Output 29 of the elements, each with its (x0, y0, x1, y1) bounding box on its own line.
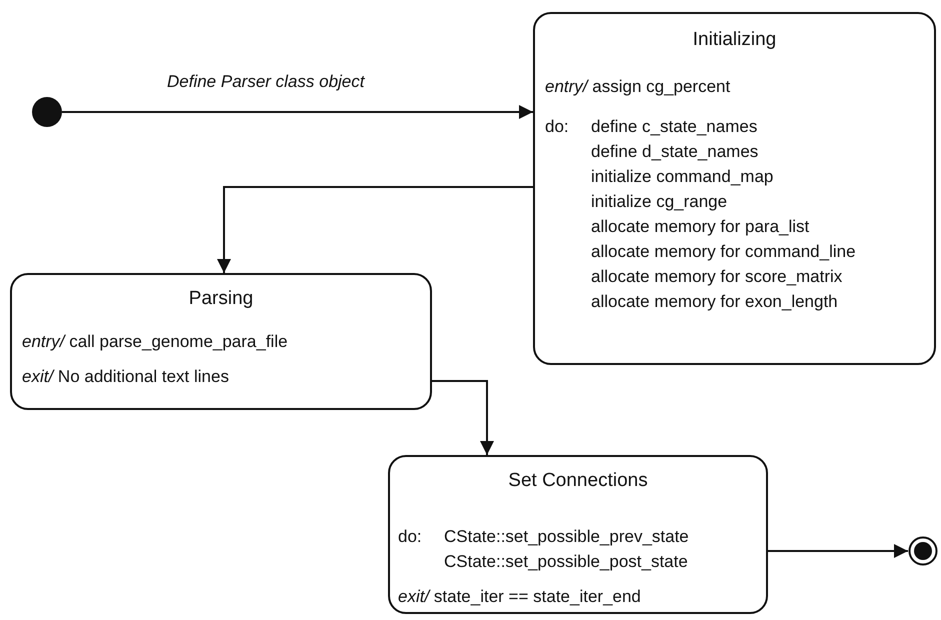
state-name: Initializing (692, 30, 778, 50)
state-box (388, 455, 768, 614)
state-action: allocate memory for para_list (591, 217, 810, 237)
initial-state (32, 97, 62, 127)
state-action: entry/ assign cg_percent (545, 77, 730, 97)
state-box (533, 12, 936, 365)
transition-arrow (62, 105, 533, 119)
state-action: CState::set_possible_post_state (444, 552, 688, 572)
state-action: allocate memory for command_line (591, 242, 856, 262)
state-action: exit/ No additional text lines (22, 367, 229, 387)
state-action: do: (545, 117, 569, 137)
transition-arrow (217, 186, 533, 273)
state-action: allocate memory for score_matrix (591, 267, 842, 287)
state-name: Parsing (188, 289, 254, 309)
state-box (10, 273, 432, 410)
state-action: initialize cg_range (591, 192, 728, 212)
edge-label: Define Parser class object (165, 72, 366, 92)
state-action: exit/ state_iter == state_iter_end (398, 587, 641, 607)
state-action: do: (398, 527, 422, 547)
state-action: CState::set_possible_prev_state (444, 527, 689, 547)
final-state (908, 536, 938, 566)
state-action: entry/ call parse_genome_para_file (22, 332, 288, 352)
transition-arrow (768, 544, 908, 558)
state-action: define d_state_names (591, 142, 758, 162)
state-action: initialize command_map (591, 167, 774, 187)
state-name: Set Connections (507, 471, 649, 491)
state-action: define c_state_names (591, 117, 758, 137)
transition-arrow (432, 380, 494, 455)
state-action: allocate memory for exon_length (591, 292, 838, 312)
